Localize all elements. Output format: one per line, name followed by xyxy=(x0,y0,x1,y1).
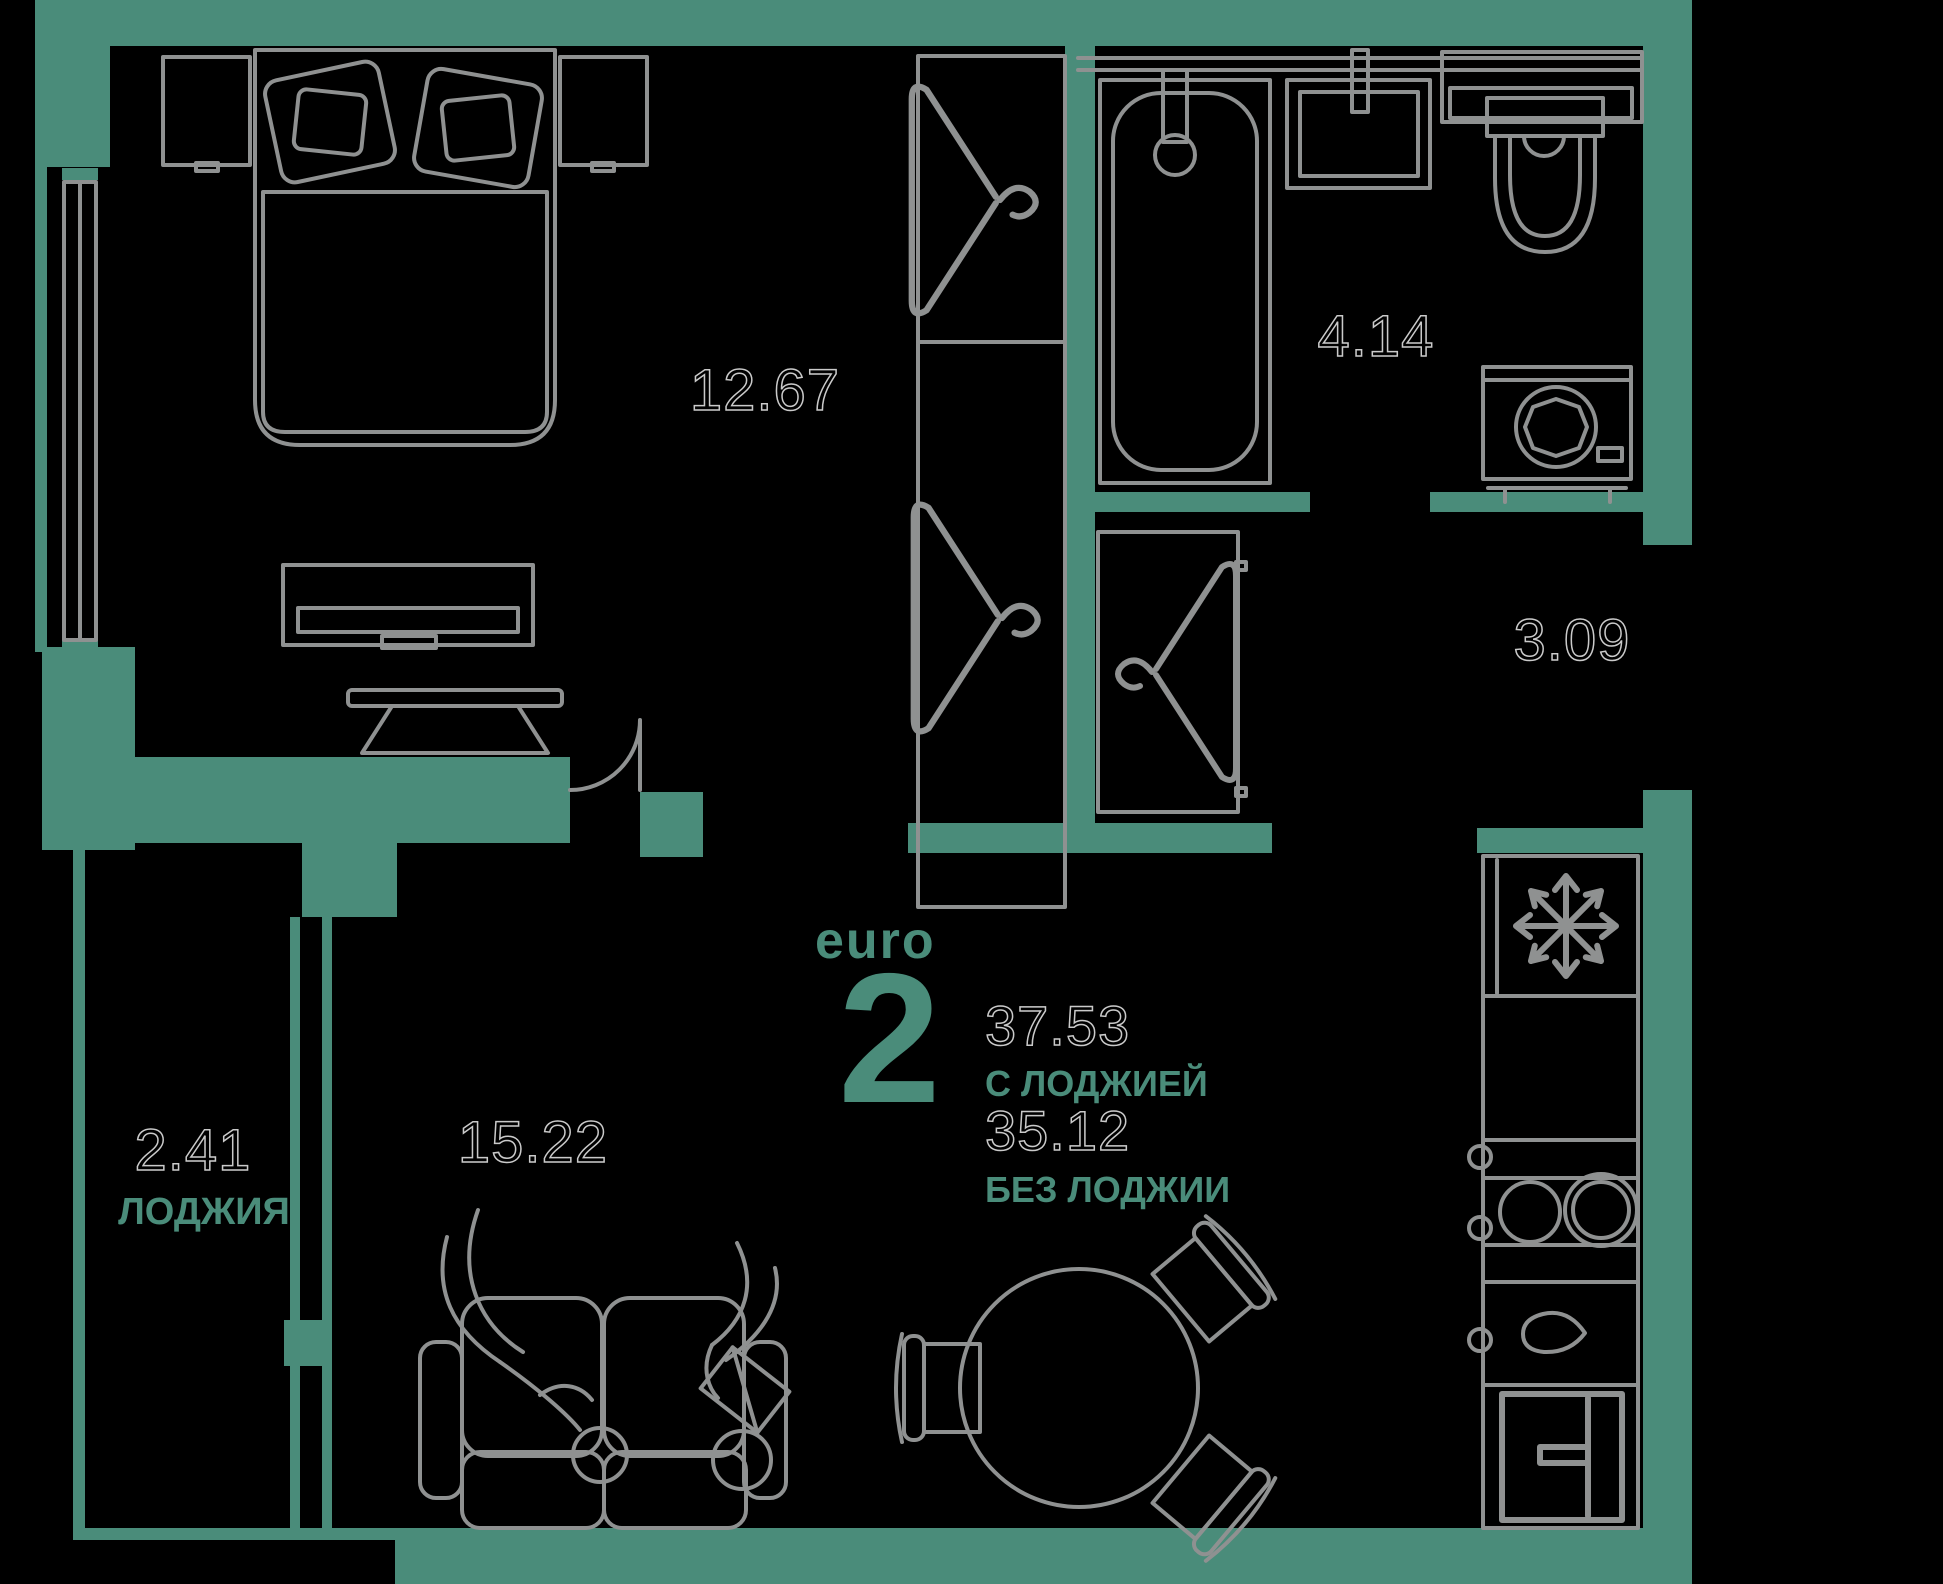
vent-shaft xyxy=(1440,50,1644,124)
area-label-bathroom: 4.14 xyxy=(1318,304,1435,369)
window-sill-cap-top xyxy=(62,168,98,180)
without-loggia-label: БЕЗ ЛОДЖИИ xyxy=(985,1169,1230,1210)
bathtub xyxy=(1098,68,1272,485)
nightstand-right xyxy=(558,55,649,173)
wall-top xyxy=(35,0,1692,46)
chair xyxy=(1150,1214,1278,1344)
loggia-glazing-line-2 xyxy=(322,917,332,1528)
bathroom-fixtures xyxy=(1076,48,1644,504)
pillow xyxy=(412,66,544,190)
wall-loggia-bottom xyxy=(73,1528,403,1540)
wall-loggia-step xyxy=(302,843,397,917)
area-label-loggia: 2.41 xyxy=(135,1118,252,1183)
sink xyxy=(1285,48,1432,190)
book xyxy=(698,1345,792,1435)
hanger-icon xyxy=(908,83,1039,317)
area-label-hallway: 3.09 xyxy=(1514,608,1631,673)
area-label-bedroom: 12.67 xyxy=(690,358,840,423)
wall-loggia-left xyxy=(73,850,85,1540)
bed xyxy=(253,48,557,447)
loggia-glazing-connector xyxy=(284,1320,328,1366)
bedroom-furniture xyxy=(161,48,649,792)
loggia-name-label: ЛОДЖИЯ xyxy=(118,1191,290,1233)
loggia-glazing-line-1 xyxy=(290,917,300,1528)
wardrobe xyxy=(908,54,1067,909)
kitchen xyxy=(1467,854,1640,1530)
fridge xyxy=(1481,854,1640,998)
area-with-loggia: 37.53 xyxy=(985,994,1130,1057)
wall-door-pier xyxy=(640,792,703,857)
plan-type-label: euro xyxy=(815,912,936,970)
hanger-icon xyxy=(910,501,1041,735)
dresser xyxy=(281,563,535,650)
stove-burners xyxy=(1498,1172,1639,1248)
labels: 12.67 4.14 3.09 15.22 2.41 ЛОДЖИЯ euro 2… xyxy=(118,303,1631,1233)
wall-mid-right xyxy=(908,823,1272,853)
wall-mid-left xyxy=(135,757,570,843)
wall-left-window-outer xyxy=(35,167,47,652)
wall-right-top xyxy=(1643,0,1692,545)
with-loggia-label: С ЛОДЖИЕЙ xyxy=(985,1062,1208,1104)
wall-left-mid-block xyxy=(42,647,135,850)
window-sill-cap-bottom xyxy=(62,640,98,654)
area-without-loggia: 35.12 xyxy=(985,1099,1130,1162)
pillow xyxy=(263,59,397,185)
kitchen-sink xyxy=(1521,1310,1587,1355)
toilet xyxy=(1485,96,1605,254)
base-cabinet xyxy=(1499,1391,1625,1523)
tv-on-stand xyxy=(346,688,564,755)
hall-closet xyxy=(1096,530,1248,814)
wall-kitchen-stub xyxy=(1477,828,1643,853)
snowflake-icon xyxy=(1513,873,1619,979)
bedroom-window xyxy=(62,180,98,642)
wall-wardrobe-divider xyxy=(1065,46,1095,823)
wall-top-left-block xyxy=(35,0,110,167)
bedroom-door-arc xyxy=(568,718,642,792)
hanger-icon xyxy=(1115,561,1239,783)
nightstand-left xyxy=(161,55,252,173)
dining-table xyxy=(894,1214,1278,1563)
walls xyxy=(35,0,1692,1584)
chair xyxy=(894,1332,982,1444)
wall-bath-bottom-left xyxy=(1095,492,1310,512)
chair xyxy=(1150,1433,1278,1563)
area-label-living: 15.22 xyxy=(458,1110,608,1175)
washing-machine xyxy=(1481,365,1633,504)
wall-right-bottom xyxy=(1643,790,1692,1584)
wall-bath-bottom-right xyxy=(1430,492,1643,512)
rooms-count: 2 xyxy=(838,936,941,1142)
people-on-sofa xyxy=(440,1208,792,1491)
wall-bottom xyxy=(395,1528,1692,1584)
